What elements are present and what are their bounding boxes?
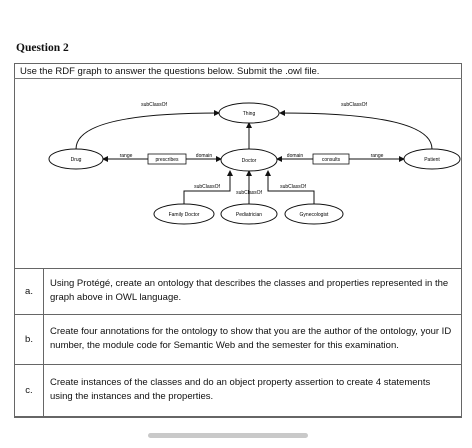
question-box [14,63,462,418]
question-row: a. Using Protégé, create an ontology tha… [14,268,462,315]
rdf-graph: Thing Drug Doctor Patient Family Doctor … [48,102,461,225]
edge-drug-subclassof-thing [75,110,220,150]
node-thing: Thing [218,102,280,124]
edge-label-subclassof-left: subClassOf [141,102,167,108]
instructions-text: Use the RDF graph to answer the question… [20,66,320,77]
node-doctor-label: Doctor [242,158,257,164]
node-pediatrician: Pediatrician [220,203,278,225]
questions-table: a. Using Protégé, create an ontology tha… [14,268,462,417]
property-prescribes: prescribes [147,153,187,165]
instructions-divider [14,78,462,79]
edge-label-domain-consults: domain [287,153,304,159]
edge-label-subclassof-family: subClassOf [194,184,220,190]
horizontal-scrollbar[interactable] [148,433,308,438]
question-part-text: Using Protégé, create an ontology that d… [43,268,462,315]
question-part-label: a. [14,268,44,315]
node-doctor: Doctor [220,148,278,172]
node-family-doctor: Family Doctor [153,203,215,225]
node-pediatrician-label: Pediatrician [236,212,262,218]
property-consults-label: consults [322,157,341,163]
edge-label-subclassof-gynecologist: subClassOf [280,184,306,190]
edge-gynecologist-subclassof-doctor [265,170,315,204]
edge-label-range-prescribes: range [120,153,133,159]
node-family-doctor-label: Family Doctor [169,212,200,218]
property-consults: consults [312,153,350,165]
node-drug: Drug [48,148,104,170]
node-gynecologist-label: Gynecologist [300,212,330,218]
question-row: b. Create four annotations for the ontol… [14,314,462,365]
question-part-text: Create instances of the classes and do a… [43,364,462,417]
question-part-label: b. [14,314,44,365]
question-part-text: Create four annotations for the ontology… [43,314,462,365]
node-patient: Patient [403,148,461,170]
edge-label-subclassof-pediatrician: subClassOf [236,190,262,196]
question-title: Question 2 [16,42,69,54]
question-part-label: c. [14,364,44,417]
property-prescribes-label: prescribes [155,157,179,163]
edge-familydoctor-subclassof-doctor [183,170,233,204]
edge-patient-subclassof-thing [279,110,433,150]
node-thing-label: Thing [243,111,256,117]
node-patient-label: Patient [424,157,440,163]
node-drug-label: Drug [71,157,82,163]
edge-label-domain-prescribes: domain [196,153,213,159]
edge-label-range-consults: range [371,153,384,159]
node-gynecologist: Gynecologist [284,203,344,225]
edge-label-subclassof-right: subClassOf [341,102,367,108]
question-row: c. Create instances of the classes and d… [14,364,462,417]
